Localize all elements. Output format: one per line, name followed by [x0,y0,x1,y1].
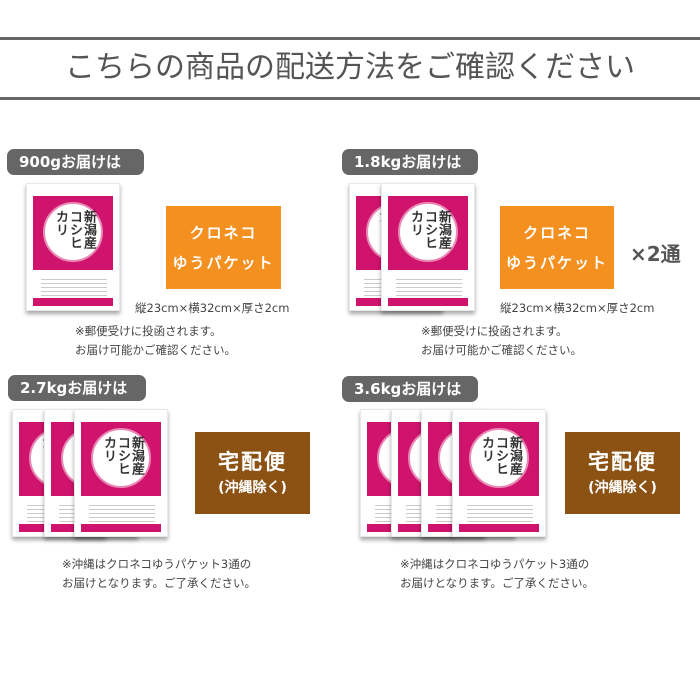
page-title: こちらの商品の配送方法をご確認ください [65,51,635,84]
rice-bag-image: 新潟産コシヒカリ [74,409,168,537]
note: ※郵便受けに投函されます。お届け可能かご確認ください。 [75,324,236,357]
rice-bag-image: 新潟産コシヒカリ [26,183,120,311]
method-line2: (沖縄除く) [588,480,657,496]
package-dimensions: 縦23cm×横32cm×厚さ2cm [500,301,655,315]
note: ※沖縄はクロネコゆうパケット3通のお届けとなります。ご了承ください。 [400,557,595,590]
title-bottom-rule [0,97,700,100]
shipping-method-takuhaibin: 宅配便 (沖縄除く) [565,432,680,514]
note: ※沖縄はクロネコゆうパケット3通のお届けとなります。ご了承ください。 [62,557,257,590]
method-line2: ゆうパケット [172,253,275,272]
method-line2: ゆうパケット [505,253,608,272]
method-line1: クロネコ [189,223,258,242]
shipping-method-yu-packet: クロネコ ゆうパケット [500,206,614,289]
rice-bag-image: 新潟産コシヒカリ [452,409,546,537]
weight-label: 2.7kgお届けは [8,375,146,401]
shipping-method-yu-packet: クロネコ ゆうパケット [166,206,281,289]
method-line1: 宅配便 [588,450,657,474]
method-line1: 宅配便 [218,450,287,474]
method-line1: クロネコ [523,223,591,242]
method-line2: (沖縄除く) [218,480,287,496]
shipping-method-takuhaibin: 宅配便 (沖縄除く) [195,432,310,514]
package-dimensions: 縦23cm×横32cm×厚さ2cm [135,301,290,315]
parcel-multiplier: ×2通 [630,242,681,266]
weight-label: 1.8kgお届けは [342,149,478,175]
rice-bag-image: 新潟産コシヒカリ [381,183,475,311]
note: ※郵便受けに投函されます。お届け可能かご確認ください。 [421,324,582,357]
weight-label: 3.6kgお届けは [342,376,478,402]
title-top-rule [0,37,700,40]
weight-label: 900gお届けは [7,149,144,175]
